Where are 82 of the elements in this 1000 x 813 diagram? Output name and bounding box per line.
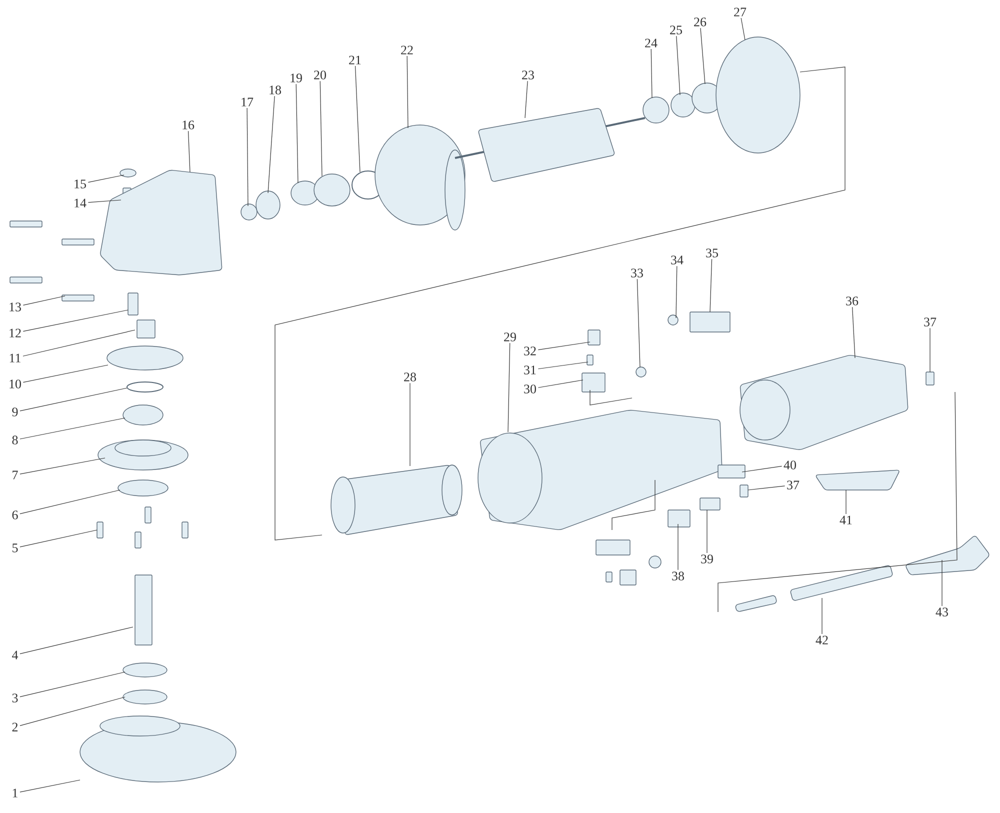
leader-line [650,48,652,98]
callout-number: 35 [706,248,718,258]
callout-number: 1 [12,788,18,798]
callout-number: 21 [349,56,361,64]
leader-line [706,510,708,554]
callout-number: 10 [10,380,21,388]
leader-line [852,306,856,358]
leader-line [20,696,126,726]
leader-line [20,626,134,654]
callout-number: 8 [12,436,18,444]
callout-number: 9 [12,408,18,416]
leader-line [320,80,322,176]
callout-number: 23 [522,70,534,80]
leader-line [748,486,786,490]
leader-line [742,466,782,472]
callout-number: 19 [290,74,302,82]
leader-line [524,80,528,118]
leader-line [354,66,360,172]
leader-line [676,266,678,318]
leader-line [188,130,190,172]
leader-line [20,418,126,440]
callout-number: 13 [10,302,21,312]
callout-number: 39 [701,554,713,564]
leader-line [20,780,80,792]
callout-number: 40 [784,460,796,470]
callout-number: 5 [12,544,18,552]
callout-number: 22 [401,46,413,54]
callout-number: 3 [12,694,18,702]
callout-number: 36 [846,296,858,306]
leader-line [268,96,275,194]
callout-number: 38 [672,572,684,580]
callout-number: 16 [182,120,194,130]
callout-number: 37 [924,318,936,326]
callout-number: 6 [12,510,18,520]
callout-number: 28 [404,372,416,382]
leader-line [406,56,408,128]
leader-line [20,458,106,474]
callout-number: 30 [524,384,536,394]
callout-number: 34 [671,256,684,264]
callout-number: 42 [816,636,828,644]
callout-number: 33 [631,268,643,278]
leader-line [538,362,588,370]
leader-line [538,342,590,350]
leader-line [22,296,66,306]
callout-number: 32 [524,346,536,356]
callout-number: 29 [504,332,516,342]
leader-line [88,174,124,183]
leader-line [88,200,122,203]
leader-line [296,84,298,184]
leader-line [20,530,98,548]
callout-number: 26 [694,18,706,26]
leader-line [636,278,640,368]
callout-number: 4 [12,650,18,660]
leader-line [700,28,706,84]
leader-line [710,258,712,312]
callout-number: 2 [12,722,18,732]
callout-number: 24 [645,38,658,48]
callout-number: 17 [242,98,254,106]
leader-line [22,310,128,332]
callout-number: 43 [936,608,948,616]
callout-number: 41 [840,516,852,524]
leader-line [676,36,680,96]
leader-line [538,380,584,388]
callout-number: 7 [12,470,18,480]
callout-number: 14 [74,198,86,208]
callout-number: 11 [10,354,20,362]
leader-line [246,108,248,206]
leader-line [20,672,126,698]
callout-number: 37 [787,480,800,490]
callout-number: 31 [524,366,536,374]
leader-line [20,388,128,412]
callout-number: 12 [10,328,21,338]
callout-number: 25 [670,26,682,34]
leader-line [22,330,136,356]
callout-number: 20 [314,70,326,80]
callout-number: 18 [270,86,281,94]
leader-line [508,342,510,432]
callout-number: 15 [74,180,86,188]
leader-line [22,364,108,383]
callout-number: 27 [734,8,746,16]
leader-line [20,490,120,514]
leader-line [740,18,746,40]
